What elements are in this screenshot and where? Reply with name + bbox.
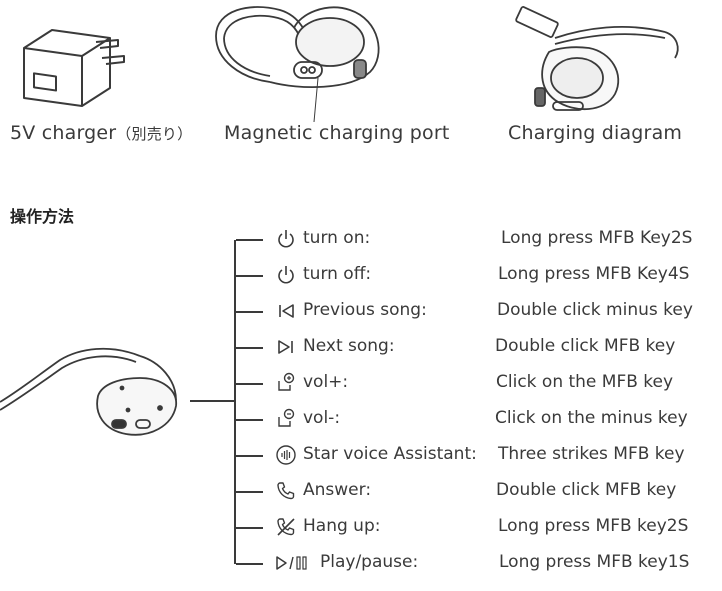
row-connector <box>236 563 263 565</box>
row-connector <box>236 275 263 277</box>
connector-horizontal-line <box>190 400 236 402</box>
operation-row: Star voice Assistant: Three strikes MFB … <box>0 438 722 474</box>
magnetic-port-caption: Magnetic charging port <box>224 122 450 144</box>
row-connector <box>236 383 263 385</box>
row-connector <box>236 239 263 241</box>
section-title: 操作方法 <box>10 207 75 226</box>
operation-row: vol-: Click on the minus key <box>0 402 722 438</box>
operation-row: Next song: Double click MFB key <box>0 330 722 366</box>
operation-action: Click on the MFB key <box>496 372 674 392</box>
earphone-illustration <box>0 347 177 436</box>
operation-action: Click on the minus key <box>495 408 688 428</box>
operation-action: Double click MFB key <box>496 480 677 500</box>
operation-action: Long press MFB key2S <box>498 516 689 536</box>
operation-label: Next song: <box>303 336 395 356</box>
operation-action: Long press MFB key1S <box>499 552 690 572</box>
operation-row: vol+: Click on the MFB key <box>0 366 722 402</box>
operation-label: turn off: <box>303 264 372 284</box>
operation-row: Answer: Double click MFB key <box>0 474 722 510</box>
operation-label: vol+: <box>303 372 349 392</box>
operation-row: Previous song: Double click minus key <box>0 294 722 330</box>
operation-row: turn on: Long press MFB Key2S <box>0 222 722 258</box>
magnetic-port-illustration <box>215 6 380 123</box>
operation-action: Three strikes MFB key <box>498 444 685 464</box>
operation-action: Double click minus key <box>497 300 693 320</box>
voice-assistant-icon <box>276 445 296 465</box>
operation-action: Double click MFB key <box>495 336 676 356</box>
power-icon <box>278 230 294 248</box>
row-connector <box>236 347 263 349</box>
charging-diagram-illustration <box>515 6 679 111</box>
play-pause-icon <box>276 556 307 570</box>
operation-action: Long press MFB Key2S <box>501 228 693 248</box>
phone-hangup-icon <box>277 518 295 536</box>
operation-label: Answer: <box>303 480 372 500</box>
operation-label: vol-: <box>303 408 341 428</box>
operation-label: turn on: <box>303 228 371 248</box>
charger-caption-note: （別売り） <box>116 125 193 143</box>
previous-track-icon <box>279 304 294 318</box>
operation-label: Hang up: <box>303 516 381 536</box>
row-connector <box>236 455 263 457</box>
volume-down-hand-icon <box>278 408 295 427</box>
charger-caption: 5V charger（別売り） <box>10 122 192 144</box>
operation-row: turn off: Long press MFB Key4S <box>0 258 722 294</box>
charging-diagram-caption: Charging diagram <box>508 122 683 144</box>
row-connector <box>236 419 263 421</box>
operation-label: Star voice Assistant: <box>303 444 477 464</box>
volume-up-hand-icon <box>278 372 295 391</box>
connector-vertical-line <box>234 240 236 564</box>
row-connector <box>236 527 263 529</box>
operation-label: Play/pause: <box>320 552 419 572</box>
charger-caption-text: 5V charger <box>10 122 117 144</box>
power-icon <box>278 266 294 284</box>
operation-row: Hang up: Long press MFB key2S <box>0 510 722 546</box>
operation-label: Previous song: <box>303 300 427 320</box>
next-track-icon <box>278 340 293 354</box>
operation-action: Long press MFB Key4S <box>498 264 690 284</box>
phone-answer-icon <box>277 482 295 500</box>
row-connector <box>236 491 263 493</box>
operation-row: Play/pause: Long press MFB key1S <box>0 546 722 582</box>
charger-illustration <box>23 29 125 107</box>
row-connector <box>236 311 263 313</box>
